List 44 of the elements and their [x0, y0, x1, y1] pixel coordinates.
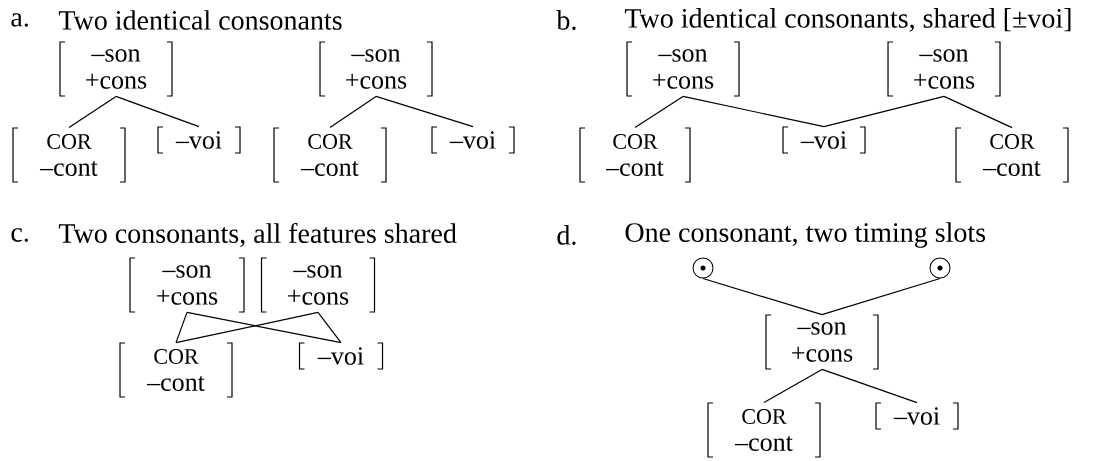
feature-matrix: –son +cons — [319, 41, 433, 97]
feature-matrix: COR –cont — [955, 127, 1069, 183]
item-letter: c. — [11, 228, 28, 242]
connector-line — [821, 368, 918, 404]
connector-line — [115, 95, 200, 128]
item-letter: b. — [556, 10, 576, 30]
connector-line — [329, 95, 377, 129]
item-letter: a. — [11, 13, 28, 27]
feature-matrix: COR –cont — [579, 127, 691, 183]
connector-line — [702, 277, 823, 316]
example-heading: Two identical consonants — [58, 10, 342, 30]
feature-matrix: COR –cont — [707, 402, 821, 458]
feature-matrix: –son +cons — [129, 257, 245, 313]
feature-matrix: –son +cons — [626, 41, 740, 97]
connector-line — [175, 311, 188, 344]
connector-line — [682, 95, 825, 128]
feature-bracket: –voi — [157, 126, 241, 154]
connector-line — [175, 311, 319, 344]
example-heading: One consonant, two timing slots — [625, 222, 986, 248]
feature-bracket: –voi — [298, 342, 384, 370]
feature-matrix: COR –cont — [12, 127, 126, 183]
connector-line — [763, 368, 823, 404]
connector-line — [68, 95, 117, 129]
feature-bracket: –voi — [875, 402, 959, 430]
timing-slot — [929, 257, 951, 279]
connector-line — [634, 95, 684, 129]
connector-line — [821, 277, 941, 316]
feature-bracket: –voi — [782, 126, 866, 154]
connector-line — [317, 311, 342, 344]
feature-bracket: –voi — [431, 126, 515, 154]
feature-matrix: –son +cons — [59, 41, 173, 97]
connector-line — [375, 95, 474, 128]
connector-line — [943, 95, 1013, 129]
feature-matrix: COR –cont — [119, 342, 233, 398]
example-heading: Two consonants, all features shared — [58, 223, 457, 247]
feature-matrix: COR –cont — [273, 127, 387, 183]
connector-line — [186, 311, 342, 344]
example-heading: Two identical consonants, shared [±voi] — [624, 8, 1071, 32]
feature-matrix: –son +cons — [887, 41, 1001, 97]
feature-matrix: –son +cons — [260, 257, 376, 313]
connector-line — [823, 95, 945, 128]
timing-slot — [692, 257, 714, 279]
item-letter: d. — [557, 225, 576, 245]
feature-matrix: –son +cons — [765, 314, 879, 370]
